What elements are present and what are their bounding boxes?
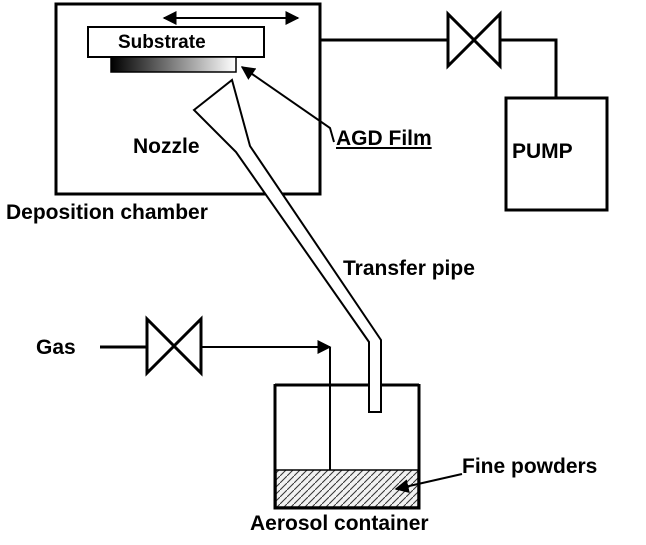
- gas-label: Gas: [36, 336, 76, 359]
- gas-valve-icon: [145, 315, 177, 377]
- pump-valve-icon: [446, 10, 477, 70]
- aerosol-container-box: [273, 384, 421, 510]
- deposition-chamber-box: [54, 2, 322, 196]
- agd-film-label: AGD Film: [336, 127, 432, 150]
- fine-powder-layer: [275, 469, 419, 508]
- nozzle-label: Nozzle: [133, 135, 200, 158]
- transfer-pipe-label: Transfer pipe: [343, 257, 475, 280]
- agd-film-pointer: [240, 66, 335, 143]
- gas-valve-icon-right: [171, 315, 203, 377]
- substrate-box: [87, 26, 265, 58]
- agd-film-bar: [110, 56, 237, 73]
- pump-line-right: [500, 38, 558, 98]
- substrate-label: Substrate: [118, 32, 206, 53]
- fine-powders-label: Fine powders: [462, 455, 598, 478]
- deposition-chamber-label: Deposition chamber: [6, 201, 208, 224]
- aerosol-container-label: Aerosol container: [250, 512, 429, 535]
- pump-valve-icon-right: [471, 10, 502, 70]
- pump-box: [504, 96, 609, 212]
- pump-label: PUMP: [512, 140, 573, 163]
- fine-powders-pointer: [394, 473, 463, 494]
- nozzle-and-transfer-pipe: [192, 78, 382, 413]
